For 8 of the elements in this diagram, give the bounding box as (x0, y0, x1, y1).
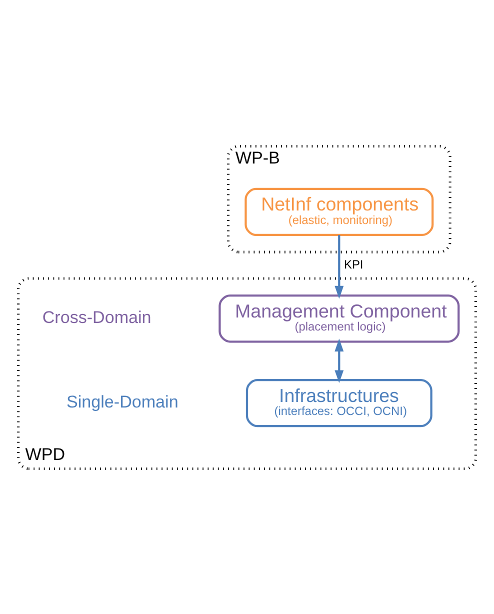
label: Single-Domain (66, 392, 178, 411)
label: Cross-Domain (42, 307, 152, 326)
arrow (334, 234, 344, 298)
node-box: Management Component (placement logic) (218, 294, 460, 342)
node-box: Infrastructures (interfaces: OCCI, OCNI) (246, 378, 432, 427)
arrow (334, 338, 344, 383)
edge-label: KPI (344, 256, 364, 271)
node-box: NetInf components (elastic, monitoring) (244, 187, 434, 236)
